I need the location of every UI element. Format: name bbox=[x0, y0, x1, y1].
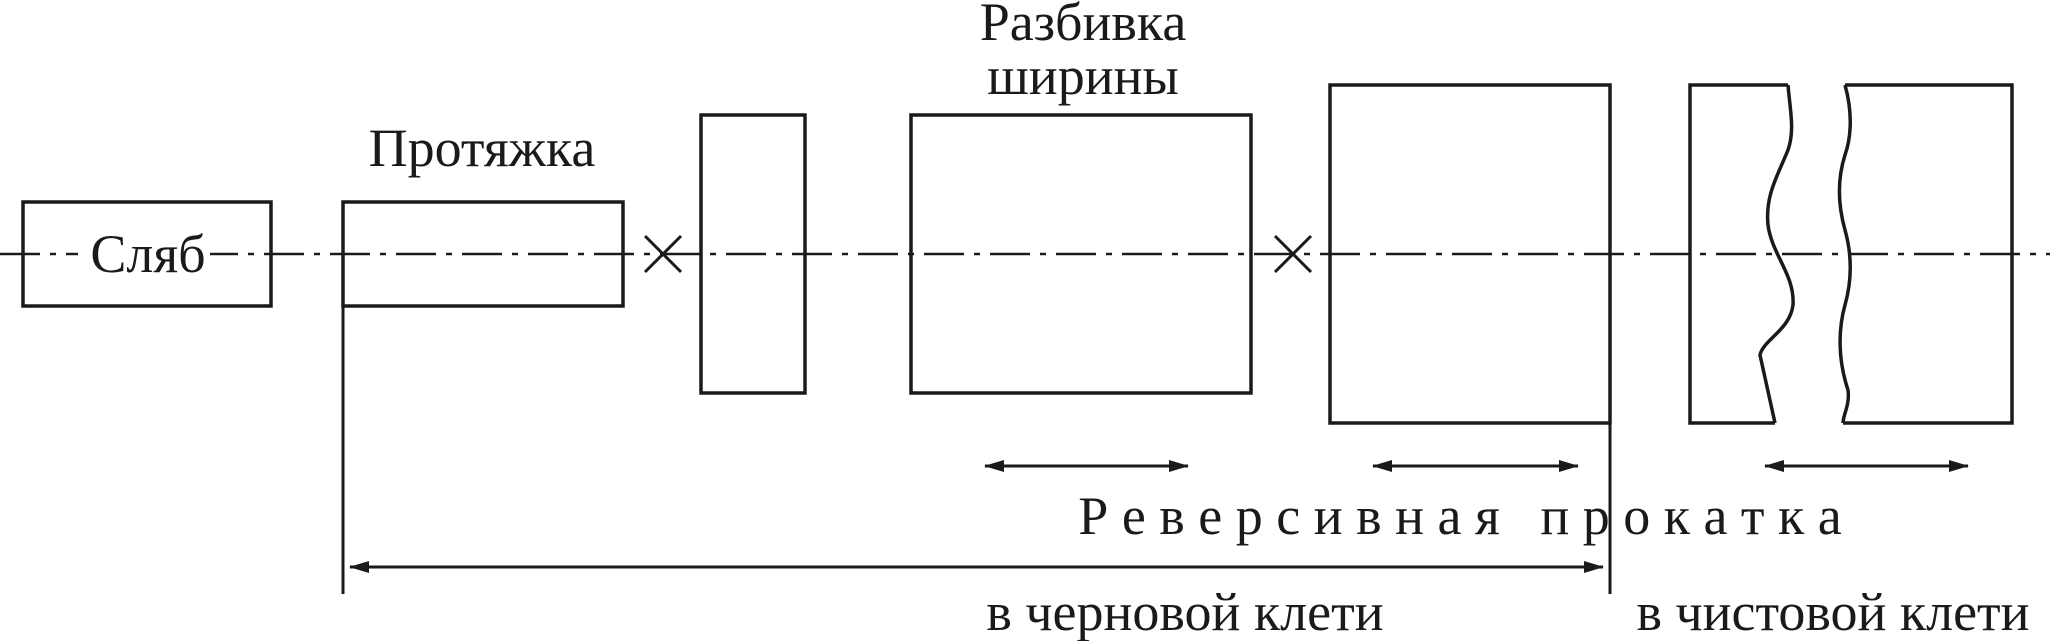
slab-label: Сляб bbox=[90, 224, 205, 284]
reversing-rolling-label: Р е в е р с и в н а я п р о к а т к а bbox=[1078, 486, 1841, 546]
finishing-plate-broken bbox=[1688, 83, 2014, 425]
drawing-rect bbox=[341, 200, 625, 308]
width-breakdown-label-line2: ширины bbox=[987, 46, 1179, 106]
width-breakdown-label-line1: Разбивка bbox=[980, 0, 1187, 52]
finishing-stand-label: в чистовой клети bbox=[1636, 582, 2029, 641]
turned-slab-rect bbox=[699, 113, 807, 395]
drawing-label: Протяжка bbox=[369, 118, 596, 178]
cross-icon bbox=[1273, 234, 1313, 274]
cross-icon bbox=[643, 234, 683, 274]
roughing-plate-rect bbox=[1328, 83, 1612, 425]
width-breakdown-rect bbox=[909, 113, 1253, 395]
slab-rect bbox=[21, 200, 273, 308]
roughing-stand-label: в черновой клети bbox=[986, 582, 1383, 641]
